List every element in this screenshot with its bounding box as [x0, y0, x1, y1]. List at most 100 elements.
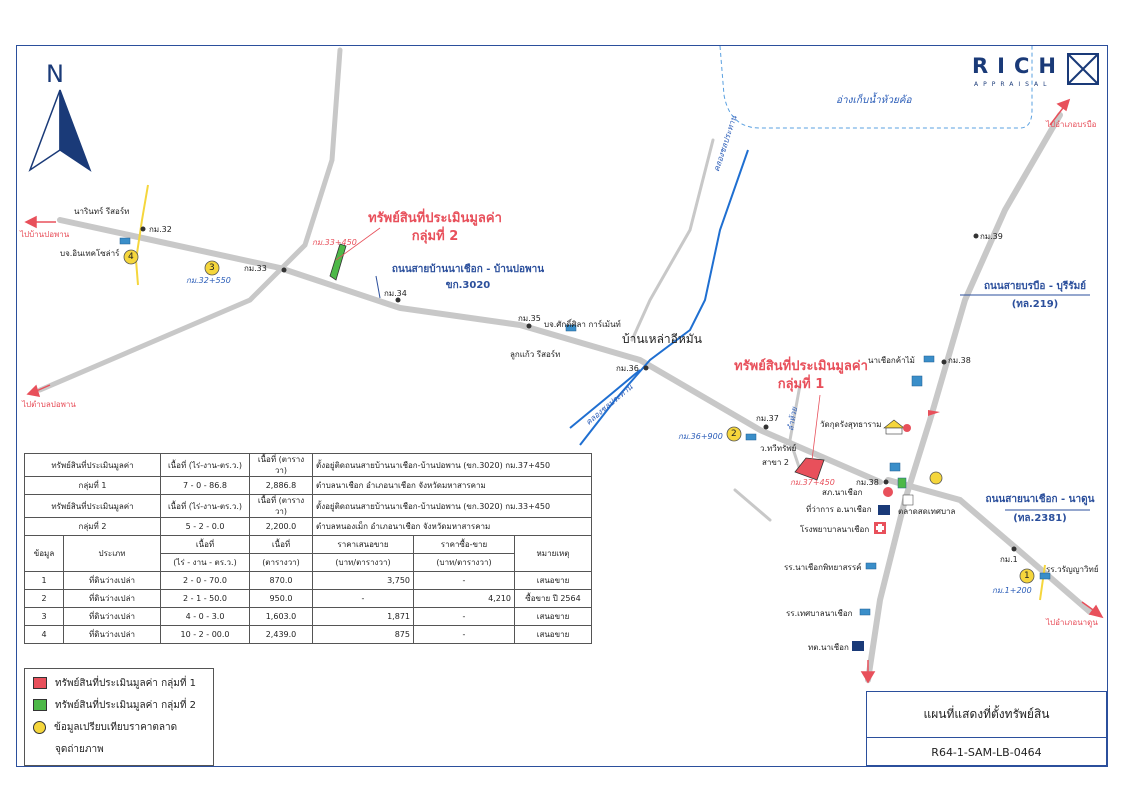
legend-swatch-yellow	[33, 720, 46, 734]
hdr-sqw-bot: (ตารางวา)	[249, 553, 313, 572]
row3-sqw: 1,603.0	[249, 607, 313, 626]
map-code: R64-1-SAM-LB-0464	[931, 746, 1042, 759]
comp-marker-1: 1	[1024, 571, 1030, 581]
row4-trade: -	[413, 625, 515, 644]
legend-label-g2: ทรัพย์สินที่ประเมินมูลค่า กลุ่มที่ 2	[55, 699, 196, 711]
place-km36-900: กม.36+900	[678, 432, 723, 441]
place-municipal-office: ทต.นาเชือก	[808, 643, 849, 652]
hdr-note: หมายเหตุ	[514, 535, 592, 572]
north-arrow-left	[28, 89, 61, 172]
arrow-borabue-head	[1056, 98, 1071, 112]
place-tawee-2: สาขา 2	[762, 458, 789, 467]
comp-marker-4-circle	[123, 249, 139, 265]
row3-type: ที่ดินว่างเปล่า	[63, 607, 161, 626]
road-2381	[885, 477, 1093, 615]
legend-swatch-photo	[33, 743, 47, 755]
road-left-branch	[37, 47, 343, 393]
place-tawee-1: ว.ทวีทรัพย์	[760, 444, 797, 453]
table-row: 2 ที่ดินว่างเปล่า 2 - 1 - 50.0 950.0 - 4…	[24, 589, 592, 608]
row4-offer: 875	[312, 625, 414, 644]
road-2381-name: ถนนสายนาเชือก - นาดูน	[985, 494, 1095, 505]
row2-note: ซื้อขาย ปี 2564	[514, 589, 592, 608]
place-km33-450: กม.33+450	[312, 238, 357, 247]
table-row-g2a: ทรัพย์สินที่ประเมินมูลค่า เนื้อที่ (ไร่-…	[24, 494, 592, 518]
group2-sub: กลุ่มที่ 2	[411, 229, 459, 244]
row4-type: ที่ดินว่างเปล่า	[63, 625, 161, 644]
school-icon-pitthaya	[865, 562, 877, 570]
bank-icon	[911, 375, 923, 387]
hdr-trade-top: ราคาซื้อ-ขาย	[413, 535, 515, 554]
north-arrow-right	[59, 89, 92, 172]
road-2381-code: (ทล.2381)	[1013, 513, 1067, 524]
row3-offer: 1,871	[312, 607, 414, 626]
place-km36: กม.36	[616, 364, 639, 373]
logo: RICH APPRAISAL	[972, 54, 1104, 94]
legend-row-photo: จุดถ่ายภาพ	[33, 741, 104, 757]
table-row: 3 ที่ดินว่างเปล่า 4 - 0 - 3.0 1,603.0 1,…	[24, 607, 592, 626]
legend-row-g2: ทรัพย์สินที่ประเมินมูลค่า กลุ่มที่ 2	[33, 697, 196, 713]
road-219	[865, 112, 1063, 683]
factory-icon-wood	[923, 355, 935, 363]
parcel-group-2	[329, 243, 347, 281]
road-219-code: (ทล.219)	[1011, 299, 1059, 310]
row2-area: 2 - 1 - 50.0	[160, 589, 250, 608]
place-police: สภ.นาเชือก	[822, 488, 863, 497]
hdr-offer-bot: (บาท/ตารางวา)	[312, 553, 414, 572]
police-icon	[883, 487, 893, 497]
g2-area: 5 - 2 - 0.0	[160, 517, 250, 536]
legend-swatch-green	[33, 699, 47, 711]
place-km1-200: กม.1+200	[992, 586, 1032, 595]
water-drop-icon	[903, 424, 911, 432]
direction-borabue: ไปอำเภอบรบือ	[1046, 120, 1097, 129]
hdr-area-bot: (ไร่ - งาน - ตร.ว.)	[160, 553, 250, 572]
g1-sqw-hdr: เนื้อที่ (ตารางวา)	[249, 453, 313, 477]
row4-no: 4	[24, 625, 64, 644]
g1-sqw: 2,886.8	[249, 476, 313, 495]
table-row: 4 ที่ดินว่างเปล่า 10 - 2 - 00.0 2,439.0 …	[24, 625, 592, 644]
legend-row-comp: ข้อมูลเปรียบเทียบราคาตลาด	[33, 719, 177, 735]
comp-marker-4: 4	[128, 252, 134, 262]
place-km33: กม.33	[244, 264, 267, 273]
direction-popan-top: ไปบ้านปอพาน	[20, 230, 70, 239]
place-ban-lao: บ้านเหล่าอีหมัน	[622, 332, 702, 346]
row4-sqw: 2,439.0	[249, 625, 313, 644]
comp-marker-3-circle	[204, 260, 220, 276]
row1-sqw: 870.0	[249, 571, 313, 590]
row2-type: ที่ดินว่างเปล่า	[63, 589, 161, 608]
comp-line-4	[134, 184, 149, 286]
reservoir-boundary	[719, 45, 1033, 129]
comp-line-1	[1039, 564, 1046, 601]
row3-note: เสนอขาย	[514, 607, 592, 626]
temple-icon	[883, 419, 905, 435]
direction-popan-bottom: ไปตำบลปอพาน	[22, 400, 76, 409]
place-lukkaew: ลูกแก้ว รีสอร์ท	[510, 350, 561, 359]
g2-loc2: ตำบลหนองเม็ก อำเภอนาเชือก จังหวัดมหาสารค…	[312, 517, 592, 536]
comp-marker-extra	[929, 471, 943, 485]
hdr-offer-top: ราคาเสนอขาย	[312, 535, 414, 554]
hdr-trade-bot: (บาท/ตารางวา)	[413, 553, 515, 572]
row3-trade: -	[413, 607, 515, 626]
arrow-popan-top-head	[24, 215, 37, 229]
canal-north	[579, 149, 749, 446]
place-km37: กม.37	[756, 414, 779, 423]
table-row-g1b: กลุ่มที่ 1 7 - 0 - 86.8 2,886.8 ตำบลนาเช…	[24, 476, 592, 495]
legend: ทรัพย์สินที่ประเมินมูลค่า กลุ่มที่ 1 ทรั…	[24, 668, 214, 766]
title-box: แผนที่แสดงที่ตั้งทรัพย์สิน R64-1-SAM-LB-…	[866, 691, 1107, 766]
comp-marker-1-circle	[1019, 568, 1035, 584]
arrow-south-head	[860, 671, 876, 684]
row3-area: 4 - 0 - 3.0	[160, 607, 250, 626]
table-header-top: ข้อมูล ประเภท เนื้อที่ เนื้อที่ ราคาเสนอ…	[24, 535, 592, 572]
place-market: ตลาดสดเทศบาล	[898, 507, 956, 516]
place-km32-550: กม.32+550	[186, 276, 231, 285]
g1-area: 7 - 0 - 86.8	[160, 476, 250, 495]
hospital-cross-v	[878, 524, 882, 532]
hdr-type: ประเภท	[63, 535, 161, 572]
row2-trade: 4,210	[413, 589, 515, 608]
hdr-area-top: เนื้อที่	[160, 535, 250, 554]
market-icon	[902, 494, 914, 506]
g2-loc1: ตั้งอยู่ติดถนนสายบ้านนาเชือก-บ้านปอพาน (…	[312, 494, 592, 518]
place-km38-top: กม.38	[948, 356, 971, 365]
comp-marker-3: 3	[209, 263, 215, 273]
g2-sqw: 2,200.0	[249, 517, 313, 536]
map-icons	[119, 237, 1051, 616]
